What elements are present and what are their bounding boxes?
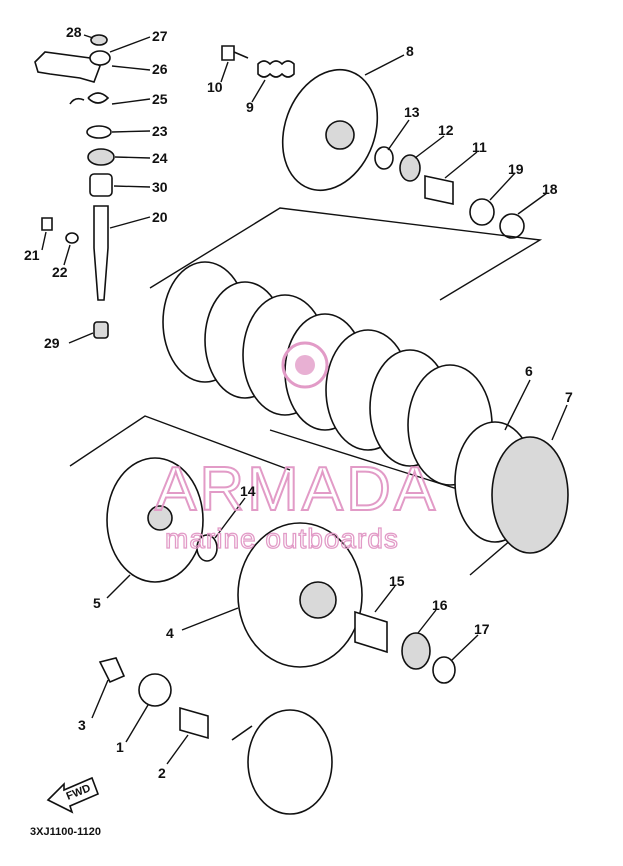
part-20-push-lever-shaft bbox=[93, 205, 109, 301]
part-16-needle-bearing bbox=[401, 632, 431, 670]
callout-26: 26 bbox=[152, 61, 168, 77]
callout-1: 1 bbox=[116, 739, 124, 755]
part-22-washer bbox=[65, 232, 79, 244]
part-29-collar bbox=[93, 321, 109, 339]
callout-19: 19 bbox=[508, 161, 524, 177]
plate-stack-outline-top bbox=[149, 207, 543, 301]
crankshaft-stub bbox=[231, 725, 253, 741]
callout-16: 16 bbox=[432, 597, 448, 613]
callout-4: 4 bbox=[166, 625, 174, 641]
callout-30: 30 bbox=[152, 179, 168, 195]
part-14-thrust-washer bbox=[196, 534, 218, 562]
part-17-washer bbox=[432, 656, 456, 684]
leader-lines bbox=[41, 34, 568, 765]
part-12-bearing bbox=[399, 154, 421, 182]
part-28-nut bbox=[90, 34, 108, 46]
callout-21: 21 bbox=[24, 247, 40, 263]
callout-15: 15 bbox=[389, 573, 405, 589]
callout-13: 13 bbox=[404, 104, 420, 120]
callout-8: 8 bbox=[406, 43, 414, 59]
callout-10: 10 bbox=[207, 79, 223, 95]
fwd-arrow: FWD bbox=[46, 776, 100, 814]
part-5-hub bbox=[147, 505, 173, 531]
part-26-lever bbox=[34, 51, 101, 83]
callout-28: 28 bbox=[66, 24, 82, 40]
callout-3: 3 bbox=[78, 717, 86, 733]
callout-11: 11 bbox=[472, 139, 487, 155]
part-3-bolt bbox=[98, 657, 126, 684]
callout-25: 25 bbox=[152, 91, 168, 107]
callout-9: 9 bbox=[246, 99, 254, 115]
clutch-housing-group bbox=[69, 415, 456, 684]
callout-2: 2 bbox=[158, 765, 166, 781]
part-19-nut bbox=[469, 198, 495, 226]
part-9-spring bbox=[257, 60, 295, 78]
drawing-code: 3XJ1100-1120 bbox=[30, 826, 101, 838]
part-24-bearing bbox=[87, 148, 115, 166]
callout-24: 24 bbox=[152, 150, 168, 166]
primary-drive-group bbox=[98, 657, 333, 815]
part-18-lock-washer bbox=[499, 213, 525, 239]
callout-23: 23 bbox=[152, 123, 168, 139]
part-27-washer bbox=[89, 50, 111, 66]
part-4-hub bbox=[299, 581, 337, 619]
callout-29: 29 bbox=[44, 335, 60, 351]
flywheel-reference bbox=[247, 709, 333, 815]
callout-18: 18 bbox=[542, 181, 558, 197]
callouts: 28 27 26 25 23 24 30 20 21 22 29 10 9 8 … bbox=[24, 24, 573, 781]
callout-20: 20 bbox=[152, 209, 168, 225]
part-15-spacer bbox=[354, 610, 388, 654]
part-1-primary-drive-gear bbox=[138, 673, 172, 707]
callout-6: 6 bbox=[525, 363, 533, 379]
pressure-plate-hub bbox=[325, 120, 355, 150]
callout-27: 27 bbox=[152, 28, 168, 44]
part-10-bolt bbox=[221, 45, 249, 61]
part-2-collar bbox=[179, 706, 209, 740]
callout-5: 5 bbox=[93, 595, 101, 611]
housing-outline bbox=[69, 415, 291, 471]
watermark-logo-icon bbox=[281, 341, 329, 389]
part-7-friction-plate bbox=[491, 436, 569, 554]
watermark: ARMADA marine outboards bbox=[154, 341, 438, 555]
part-25-spring bbox=[69, 92, 110, 105]
callout-17: 17 bbox=[474, 621, 490, 637]
part-11-push-rod bbox=[424, 175, 454, 205]
part-23-washer bbox=[86, 125, 112, 139]
callout-12: 12 bbox=[438, 122, 454, 138]
part-30-collar bbox=[89, 173, 113, 197]
push-lever-assembly bbox=[34, 34, 115, 339]
watermark-tagline: marine outboards bbox=[165, 523, 399, 554]
callout-14: 14 bbox=[240, 483, 256, 499]
pressure-plate-group bbox=[221, 45, 525, 239]
callout-7: 7 bbox=[565, 389, 573, 405]
callout-22: 22 bbox=[52, 264, 68, 280]
part-21-bolt bbox=[41, 217, 53, 231]
watermark-brand: ARMADA bbox=[155, 455, 438, 524]
part-13-washer bbox=[374, 146, 394, 170]
